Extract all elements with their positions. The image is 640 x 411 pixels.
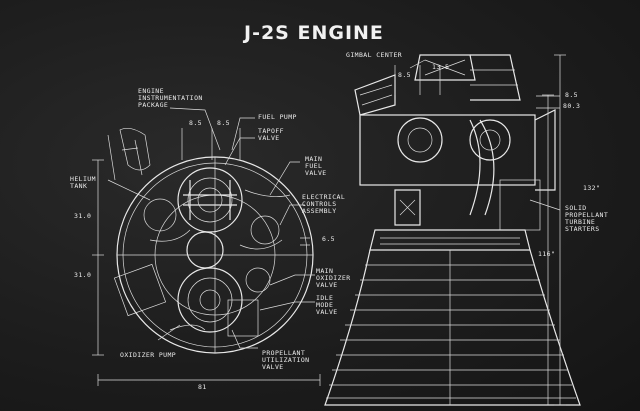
label-helium-tank: HELIUM TANK — [70, 175, 96, 190]
label-gimbal-center: GIMBAL CENTER — [346, 51, 403, 59]
diagram-title: J-2S ENGINE — [244, 22, 384, 44]
dim-value: 6.5 — [322, 235, 335, 243]
dim-value: 8.5 — [565, 91, 578, 99]
label-solid-propellant-starters: SOLID PROPELLANT TURBINE STARTERS — [565, 204, 609, 233]
dim-value: 81 — [198, 383, 207, 391]
label-fuel-pump: FUEL PUMP — [258, 113, 297, 121]
dim-value: 80.3 — [563, 102, 581, 110]
dim-value: 8.5 — [398, 71, 411, 79]
dim-value: 132" — [583, 184, 601, 192]
engine-side-view — [324, 54, 581, 406]
dim-value: 31.0 — [74, 271, 92, 279]
label-propellant-utilization: PROPELLANT UTILIZATION VALVE — [262, 349, 310, 371]
label-engine-instrumentation: ENGINE INSTRUMENTATION PACKAGE — [138, 87, 203, 109]
dim-value: 8.5 — [189, 119, 202, 127]
dim-value: 116" — [538, 250, 556, 258]
label-electrical-controls: ELECTRICAL CONTROLS ASSEMBLY — [302, 193, 346, 215]
dim-value: 8.5 — [217, 119, 230, 127]
dim-value: 13.5 — [432, 63, 450, 71]
label-main-fuel-valve: MAIN FUEL VALVE — [305, 155, 327, 177]
engine-top-view — [92, 107, 321, 386]
label-tapoff-valve: TAPOFF VALVE — [258, 127, 284, 142]
dim-value: 31.0 — [74, 212, 92, 220]
label-main-oxidizer-valve: MAIN OXIDIZER VALVE — [316, 267, 351, 289]
label-oxidizer-pump: OXIDIZER PUMP — [120, 351, 177, 359]
label-idle-mode-valve: IDLE MODE VALVE — [316, 294, 338, 316]
